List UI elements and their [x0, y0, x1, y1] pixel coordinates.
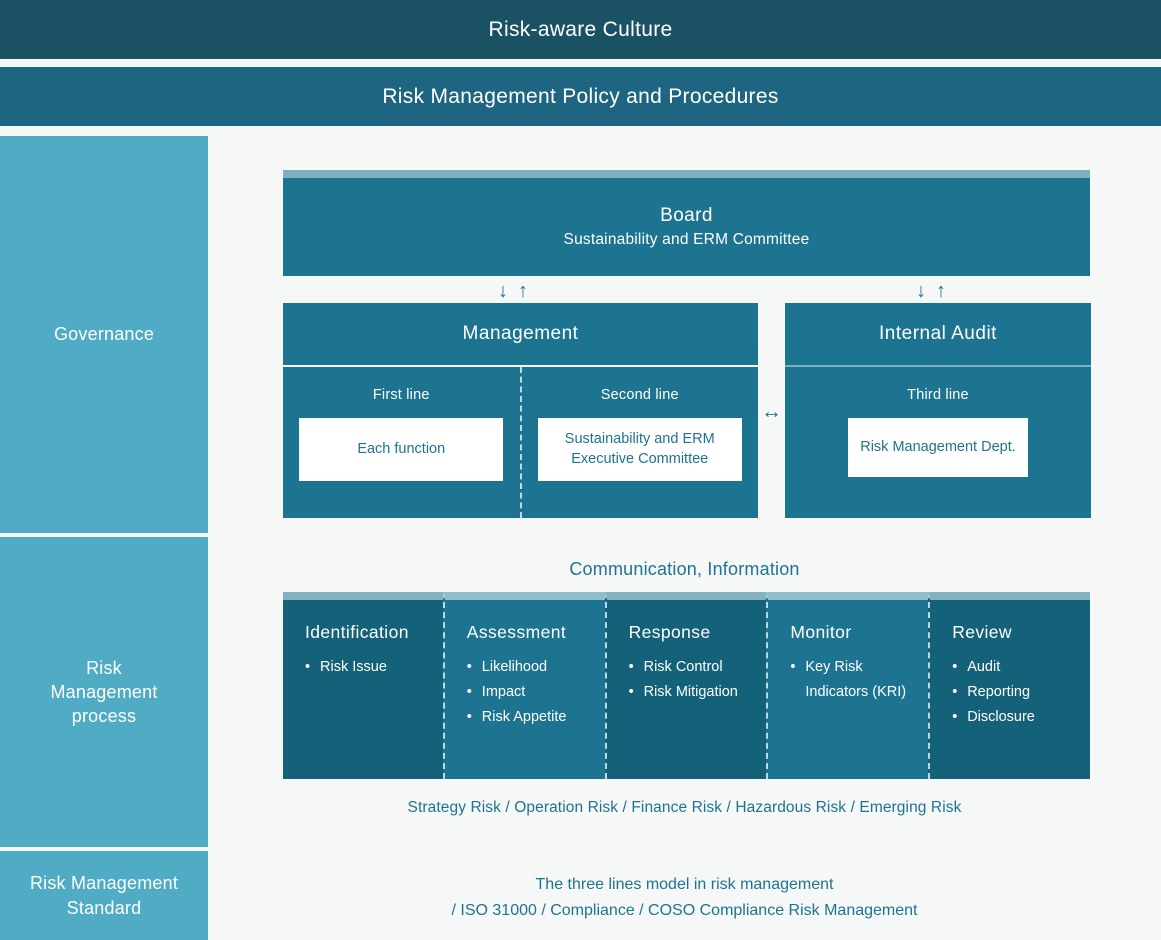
arrows-board-internal-audit: ↓ ↑: [916, 281, 946, 301]
lane-third-line: Third line Risk Management Dept.: [785, 367, 1091, 518]
internal-audit-title: Internal Audit: [785, 303, 1091, 367]
internal-audit-box: Internal Audit Third line Risk Managemen…: [785, 303, 1091, 518]
process-column-assessment: Assessment Likelihood Impact Risk Appeti…: [442, 592, 605, 779]
board-box: Board Sustainability and ERM Committee: [283, 170, 1090, 276]
arrow-up-icon: ↑: [936, 280, 946, 302]
list-item: Key Risk Indicators (KRI): [790, 655, 928, 705]
process-body: Communication, Information Identificatio…: [208, 537, 1161, 847]
process-list-monitor: Key Risk Indicators (KRI): [790, 655, 928, 705]
lane-first-line: First line Each function: [283, 367, 520, 518]
standard-line-1: The three lines model in risk management: [535, 876, 834, 893]
list-item: Reporting: [952, 680, 1090, 705]
process-title-review: Review: [952, 622, 1012, 642]
process-list-response: Risk Control Risk Mitigation: [629, 655, 767, 705]
banner-culture-label: Risk-aware Culture: [488, 17, 673, 41]
management-box: Management First line Each function Seco…: [283, 303, 758, 518]
management-title: Management: [283, 303, 758, 367]
rail-governance-label: Governance: [53, 324, 155, 345]
lane-first-line-title: First line: [372, 387, 430, 403]
process-column-review: Review Audit Reporting Disclosure: [928, 592, 1090, 779]
section-governance: Governance Board Sustainability and ERM …: [0, 136, 1161, 533]
standard-text: The three lines model in risk management…: [208, 872, 1161, 924]
process-column-monitor: Monitor Key Risk Indicators (KRI): [766, 592, 929, 779]
process-title-monitor: Monitor: [790, 622, 852, 642]
list-item: Impact: [467, 680, 605, 705]
list-item: Risk Appetite: [467, 705, 605, 730]
list-item: Audit: [952, 655, 1090, 680]
process-list-identification: Risk Issue: [305, 655, 443, 680]
arrow-up-icon: ↑: [518, 280, 528, 302]
process-column-response: Response Risk Control Risk Mitigation: [604, 592, 767, 779]
rail-governance: Governance: [0, 136, 208, 533]
arrow-bidirectional-icon: ↔: [761, 400, 782, 423]
risk-types-label: Strategy Risk / Operation Risk / Finance…: [407, 799, 962, 816]
internal-audit-lanes: Third line Risk Management Dept.: [785, 367, 1091, 518]
list-item: Risk Issue: [305, 655, 443, 680]
arrow-down-icon: ↓: [916, 280, 926, 302]
card-each-function: Each function: [299, 418, 504, 481]
arrows-board-management: ↓ ↑: [498, 281, 528, 301]
process-column-identification: Identification Risk Issue: [283, 592, 443, 779]
list-item: Risk Control: [629, 655, 767, 680]
process-title-assessment: Assessment: [466, 622, 567, 642]
process-list-review: Audit Reporting Disclosure: [952, 655, 1090, 730]
card-risk-management-dept: Risk Management Dept.: [848, 418, 1028, 477]
banner-risk-aware-culture: Risk-aware Culture: [0, 0, 1161, 59]
management-lanes: First line Each function Second line Sus…: [283, 367, 758, 518]
process-list-assessment: Likelihood Impact Risk Appetite: [467, 655, 605, 730]
board-title: Board: [660, 205, 713, 226]
lane-third-line-title: Third line: [907, 387, 969, 403]
list-item: Disclosure: [952, 705, 1090, 730]
process-columns: Identification Risk Issue Assessment Lik…: [283, 592, 1090, 779]
standard-body: The three lines model in risk management…: [208, 851, 1161, 940]
list-item: Risk Mitigation: [629, 680, 767, 705]
arrow-down-icon: ↓: [498, 280, 508, 302]
lane-second-line-title: Second line: [600, 387, 679, 403]
banner-policy-label: Risk Management Policy and Procedures: [382, 84, 779, 108]
governance-body: Board Sustainability and ERM Committee ↓…: [208, 136, 1161, 533]
board-subtitle: Sustainability and ERM Committee: [563, 231, 810, 248]
banner-risk-management-policy: Risk Management Policy and Procedures: [0, 67, 1161, 126]
list-item: Likelihood: [467, 655, 605, 680]
standard-line-2: / ISO 31000 / Compliance / COSO Complian…: [451, 901, 918, 919]
process-title-identification: Identification: [305, 622, 409, 642]
process-title-response: Response: [628, 622, 711, 642]
communication-information-label: Communication, Information: [569, 559, 800, 579]
